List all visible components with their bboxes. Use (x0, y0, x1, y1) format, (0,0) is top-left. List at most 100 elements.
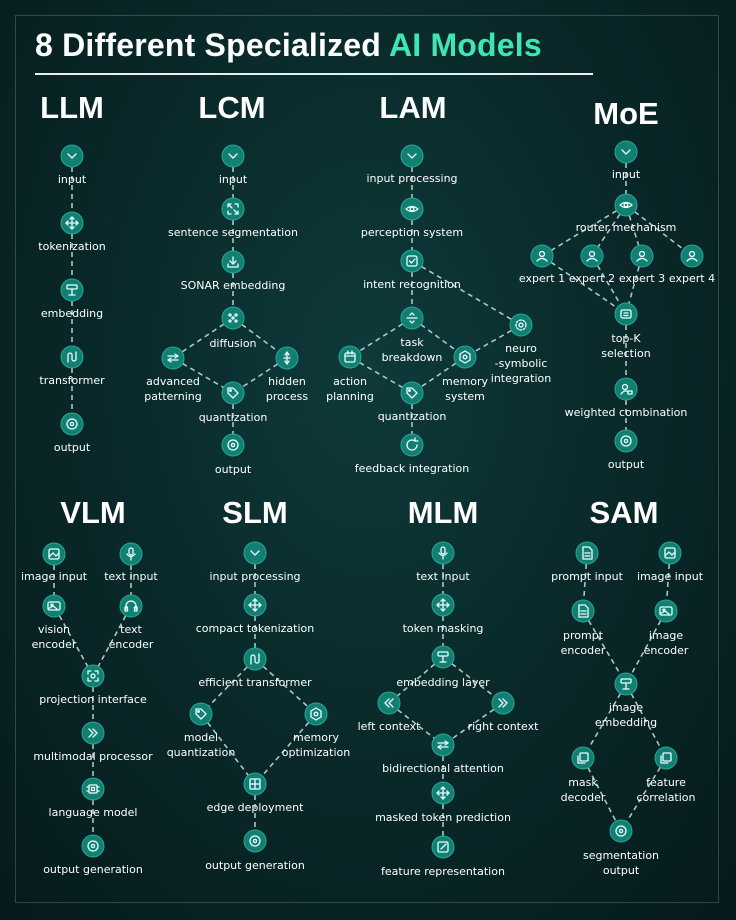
node-label-e2: expert 2 (569, 272, 615, 285)
move-icon (65, 216, 79, 230)
node-label-bi: bidirectional attention (382, 762, 504, 775)
edge-mo-ed (261, 721, 310, 777)
edge-etr-mo (262, 665, 309, 708)
node-circle (431, 541, 455, 565)
node-circle (119, 542, 143, 566)
node-vlm-txt: text input (104, 542, 158, 583)
node-label-input: input processing (366, 172, 457, 185)
node-circle (221, 306, 245, 330)
node-label-out: output (215, 463, 252, 476)
node-label-input: input (58, 173, 87, 186)
chevron-down-icon (67, 153, 77, 159)
node-circle (609, 819, 633, 843)
node-label-mo: optimization (282, 746, 350, 759)
node-lcm-quant: quantization (199, 381, 268, 424)
chevrons-left-icon (384, 698, 394, 708)
chevron-down-icon (250, 550, 260, 556)
panel-title-vlm: VLM (60, 495, 125, 530)
edge-md-so (587, 767, 617, 822)
headphones-icon (124, 600, 138, 612)
panel-title-sam: SAM (590, 495, 659, 530)
node-label-out: output (54, 441, 91, 454)
node-label-diff: diffusion (209, 337, 256, 350)
edge-diff-hid (241, 323, 279, 353)
node-llm-tok: tokenization (38, 211, 106, 253)
focus-icon (87, 670, 99, 682)
node-mlm-txt: text input (416, 541, 470, 583)
edge-e2-topk (596, 265, 622, 305)
node-label-e3: expert 3 (619, 272, 665, 285)
hexagon-icon (310, 707, 322, 721)
node-sam-pin: prompt input (551, 541, 624, 583)
node-label-so: output (603, 864, 640, 877)
node-label-md: decoder (561, 791, 606, 804)
panel-title-moe: MoE (593, 96, 658, 131)
node-label-fc: feature (646, 776, 686, 789)
node-moe-e2: expert 2 (569, 244, 615, 285)
gear-icon (515, 319, 527, 331)
node-circle (243, 541, 267, 565)
node-vlm-mm: multimodal processor (33, 721, 153, 763)
eye-icon (619, 201, 633, 209)
expand-icon (227, 203, 239, 215)
pencil-square-icon (437, 841, 449, 853)
node-llm-input: input (58, 144, 87, 186)
node-label-mem: system (445, 390, 485, 403)
node-label-topk: top-K (611, 332, 641, 345)
node-label-input: input (219, 173, 248, 186)
node-label-txt: text input (104, 570, 158, 583)
node-label-tok: tokenization (38, 240, 105, 253)
node-label-og: output generation (205, 859, 305, 872)
node-label-neuro: -symbolic (495, 357, 548, 370)
node-label-ienc: encoder (644, 644, 689, 657)
node-circle (161, 346, 185, 370)
scatter-icon (228, 313, 238, 323)
node-label-iemb: image (609, 701, 643, 714)
image-icon (664, 547, 676, 559)
node-label-quant: quantization (199, 411, 268, 424)
double-chevron-icon (88, 728, 98, 738)
node-label-venc: vision (38, 623, 70, 636)
node-label-etr: efficient transformer (198, 676, 312, 689)
node-circle (453, 345, 477, 369)
user-icon (686, 250, 698, 262)
node-label-adv: advanced (146, 375, 200, 388)
node-circle (400, 197, 424, 221)
calendar-icon (344, 350, 356, 363)
node-label-pin: prompt input (551, 570, 623, 583)
edge-penc-iemb (587, 620, 622, 675)
edges-mlm (396, 564, 495, 836)
node-label-fr: feature representation (381, 865, 505, 878)
edges-slm (207, 564, 310, 830)
panel-llm: LLMinputtokenizationembeddingtransformer… (38, 90, 105, 454)
node-label-quant: quantization (378, 410, 447, 423)
edge-venc-proj (58, 615, 89, 667)
node-label-sonar: SONAR embedding (181, 279, 286, 292)
chevrons-right-icon (498, 698, 508, 708)
arrows-icon (167, 353, 179, 363)
node-mlm-fr: feature representation (381, 835, 505, 878)
node-circle (614, 429, 638, 453)
node-mlm-lc: left context (358, 691, 421, 733)
node-circle (60, 412, 84, 436)
node-circle (509, 313, 533, 337)
node-label-intent: intent recognition (363, 278, 461, 291)
node-slm-ed: edge deployment (207, 772, 304, 814)
node-circle (614, 193, 638, 217)
title-main: 8 Different Specialized (35, 27, 389, 63)
node-lam-quant: quantization (378, 381, 447, 423)
node-label-task: breakdown (382, 351, 443, 364)
edges-lcm (181, 167, 279, 434)
node-circle (400, 433, 424, 457)
user-icon (636, 250, 648, 262)
